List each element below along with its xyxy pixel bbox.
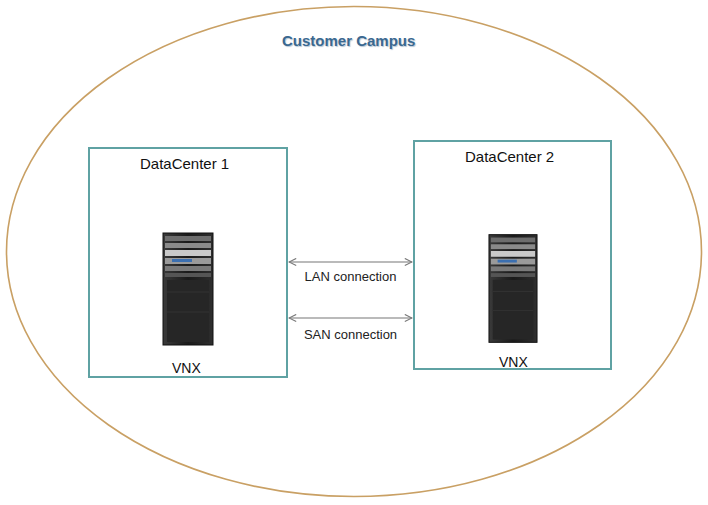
vnx-storage-illustration: [162, 232, 214, 346]
storage-name: VNX: [499, 354, 528, 370]
double-arrow-connector: [289, 261, 412, 262]
campus-ellipse: Customer CampusDataCenter 1VNXDataCenter…: [5, 5, 703, 498]
connection-label: SAN connection: [304, 327, 397, 342]
datacenter-box: DataCenter 1 VNX: [88, 147, 288, 378]
datacenter-box: DataCenter 2 VNX: [413, 140, 612, 370]
ellipse-outline: [5, 5, 703, 498]
campus-title: Customer Campus: [282, 32, 415, 49]
double-arrow-connector: [289, 317, 412, 318]
datacenter-name: DataCenter 2: [465, 148, 554, 165]
vnx-storage-illustration: [488, 231, 538, 346]
datacenter-name: DataCenter 1: [140, 155, 229, 172]
connection-label: LAN connection: [305, 269, 397, 284]
storage-name: VNX: [172, 360, 201, 376]
